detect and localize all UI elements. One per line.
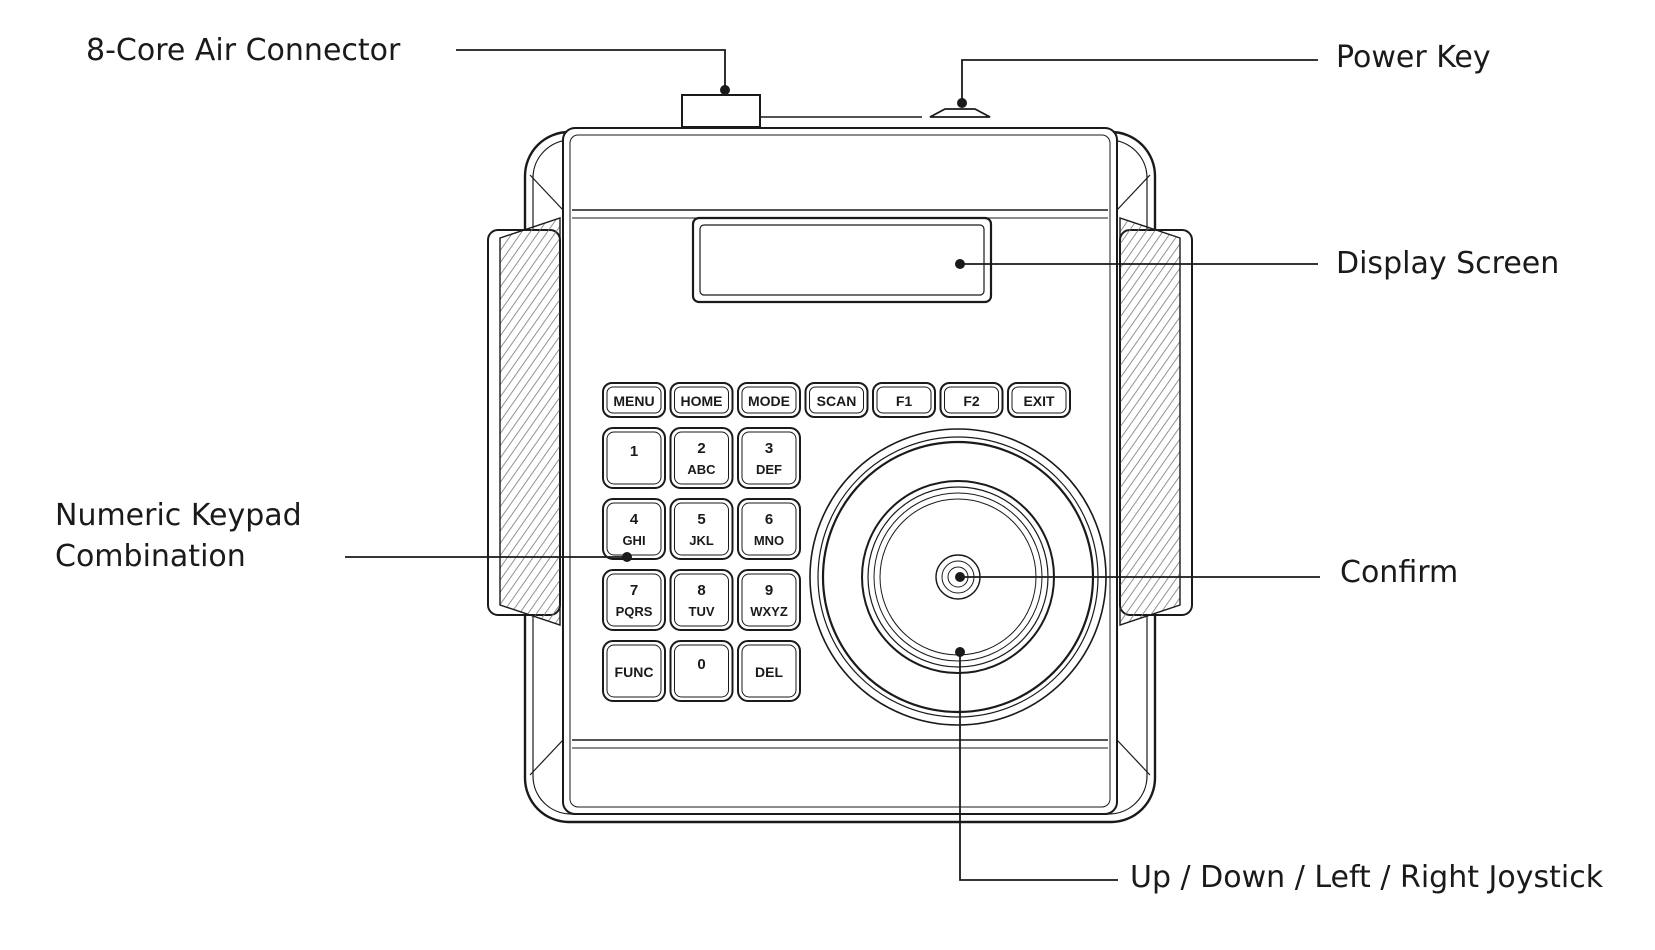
key-number: 2 <box>697 440 705 457</box>
key-0: 0 <box>669 640 734 702</box>
power-key-leader <box>961 59 1318 103</box>
key-menu: MENU <box>602 382 666 418</box>
key-label: MENU <box>613 393 654 409</box>
key-letters: JKL <box>689 533 714 548</box>
key-number: 0 <box>697 656 705 673</box>
key-label: MODE <box>748 393 790 409</box>
key-1: 1 <box>602 427 666 489</box>
key-func: FUNC <box>602 640 666 702</box>
key-letters: WXYZ <box>750 604 788 619</box>
key-number: 4 <box>630 511 639 528</box>
key-label: SCAN <box>817 393 857 409</box>
key-label: HOME <box>681 393 723 409</box>
key-letters: TUV <box>689 604 715 619</box>
confirm-label: Confirm <box>1340 555 1459 590</box>
connector-leader <box>456 49 726 90</box>
function-key-row: MENU HOME MODE SCAN F1 F2 EXIT <box>602 382 1071 418</box>
device-body <box>487 94 1193 824</box>
key-mode: MODE <box>737 382 801 418</box>
joystick-label: Up / Down / Left / Right Joystick <box>1130 860 1604 895</box>
key-letters: PQRS <box>616 604 653 619</box>
key-number: 9 <box>765 582 773 599</box>
key-f1: F1 <box>872 382 936 418</box>
key-letters: DEF <box>756 462 782 477</box>
numeric-keypad-label-line1: Numeric Keypad <box>55 498 302 533</box>
key-number: DEL <box>755 664 783 680</box>
key-label: F2 <box>963 393 980 409</box>
key-number: 1 <box>630 443 638 460</box>
key-letters: GHI <box>622 533 645 548</box>
key-number: 5 <box>697 511 705 528</box>
key-letters: ABC <box>687 462 716 477</box>
key-number: 6 <box>765 511 773 528</box>
numeric-keypad-label: Numeric Keypad Combination <box>55 496 302 577</box>
display-screen-label: Display Screen <box>1336 246 1560 281</box>
numeric-keypad-label-line2: Combination <box>55 538 246 574</box>
key-home: HOME <box>669 382 734 418</box>
joystick-leader <box>959 652 1118 881</box>
key-number: 3 <box>765 440 773 457</box>
key-scan: SCAN <box>804 382 869 418</box>
key-letters: MNO <box>754 533 784 548</box>
key-label: F1 <box>896 393 913 409</box>
display-screen <box>691 216 993 304</box>
key-f2: F2 <box>939 382 1004 418</box>
key-label: EXIT <box>1023 393 1055 409</box>
power-key-nub <box>929 108 991 118</box>
air-connector-block <box>681 94 761 128</box>
key-number: 7 <box>630 582 638 599</box>
key-exit: EXIT <box>1007 382 1071 418</box>
callout-dots <box>622 85 967 657</box>
key-del: DEL <box>737 640 801 702</box>
power-key-label: Power Key <box>1336 40 1491 75</box>
key-number: FUNC <box>615 664 654 680</box>
key-number: 8 <box>697 582 705 599</box>
connector-label: 8-Core Air Connector <box>86 33 401 68</box>
callout-lines <box>345 49 1320 881</box>
